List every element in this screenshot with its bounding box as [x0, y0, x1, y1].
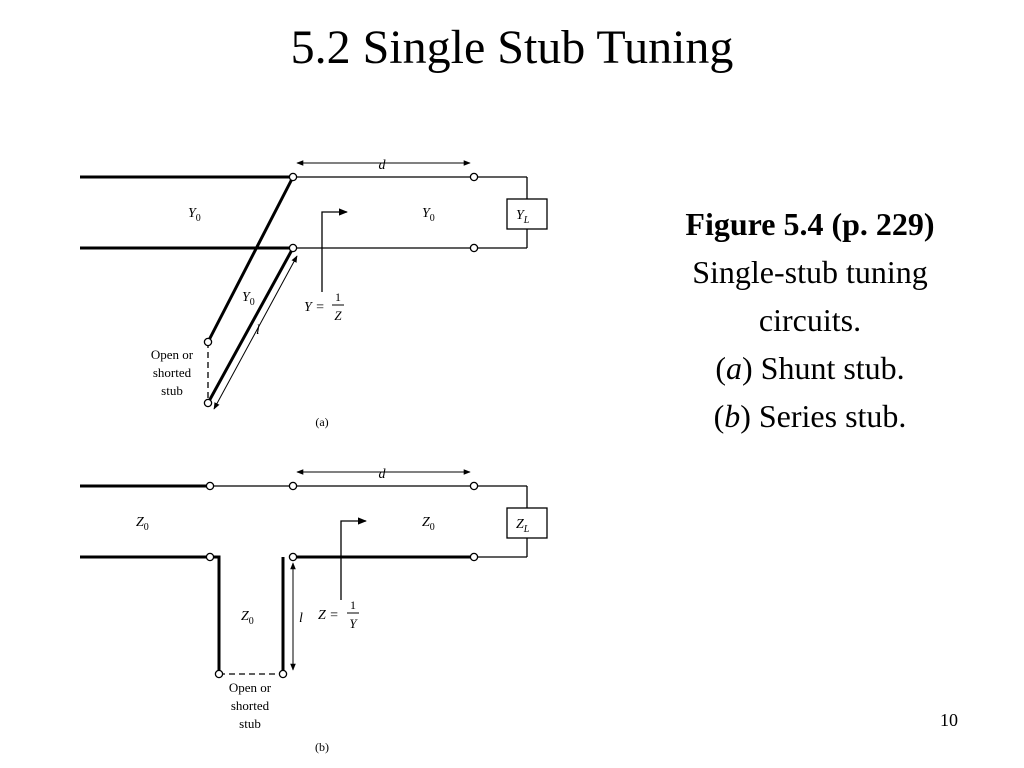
terminal	[288, 172, 298, 182]
stub-a-note-line3: stub	[161, 383, 183, 398]
caption-line-1: Single-stub tuning	[692, 254, 928, 290]
impedance-b-lhs: Z =	[318, 608, 339, 623]
caption-series-letter: b	[724, 398, 741, 434]
distance-b-label: d	[379, 467, 387, 482]
terminal	[203, 398, 213, 408]
admittance-a-lhs: Y =	[304, 300, 325, 315]
stub-a-label: Y0	[242, 290, 255, 308]
page-number: 10	[940, 710, 958, 730]
terminal	[203, 337, 213, 347]
stub-a-note-line1: Open or	[151, 347, 194, 362]
load-a-label: YL	[516, 208, 530, 226]
admittance-a-denominator: Z	[334, 308, 342, 323]
line-b-right-label: Z0	[422, 515, 435, 533]
stub-b-note-line1: Open or	[229, 680, 272, 695]
stub-b-note-line3: stub	[239, 716, 261, 731]
length-a-arrow	[213, 255, 298, 410]
terminal	[288, 243, 298, 253]
terminal	[469, 172, 479, 182]
line-a-right-label: Y0	[422, 206, 435, 224]
terminal	[288, 552, 298, 562]
caption-series-item: (b) Series stub.	[713, 398, 907, 434]
length-b-label: l	[299, 611, 303, 626]
terminal	[469, 243, 479, 253]
reference-a-arrow	[321, 208, 348, 292]
reference-b-arrow	[340, 517, 367, 600]
line-b-left-label: Z0	[136, 515, 149, 533]
series-stub-circuit: d Z0 Z0 ZL Z0 l Z = 1 Y Open or shorted …	[80, 467, 548, 754]
terminal	[469, 552, 479, 562]
terminal	[214, 669, 224, 679]
stub-a-conductor-1	[206, 176, 295, 343]
distance-a-label: d	[379, 158, 387, 173]
impedance-b-numerator: 1	[350, 598, 356, 612]
admittance-a-numerator: 1	[335, 290, 341, 304]
caption-line-2: circuits.	[758, 302, 862, 338]
caption-series-text: Series stub.	[750, 398, 907, 434]
line-a-left-label: Y0	[188, 206, 201, 224]
stub-b-note-line2: shorted	[231, 698, 270, 713]
stub-b-left-conductor	[212, 555, 221, 674]
panel-b-label: (b)	[315, 740, 329, 754]
figure-label: Figure 5.4 (p. 229)	[685, 206, 935, 242]
caption-shunt-letter: a	[725, 350, 742, 386]
panel-a-label: (a)	[315, 415, 328, 429]
terminal	[278, 669, 288, 679]
shunt-stub-circuit: d Y0 Y0 YL Y0 l Y = 1 Z Open or shorted …	[80, 158, 548, 429]
figure-caption: Figure 5.4 (p. 229) Single-stub tuning c…	[630, 200, 990, 440]
load-b-label: ZL	[516, 517, 530, 535]
slide-title: 5.2 Single Stub Tuning	[290, 21, 734, 74]
terminal	[205, 552, 215, 562]
load-b-box	[506, 507, 548, 539]
caption-shunt-text: Shunt stub.	[752, 350, 905, 386]
stub-b-label: Z0	[241, 609, 254, 627]
stub-a-note-line2: shorted	[153, 365, 192, 380]
impedance-b-denominator: Y	[349, 616, 358, 631]
terminal	[469, 481, 479, 491]
terminal	[288, 481, 298, 491]
load-a-box	[506, 198, 548, 230]
caption-shunt-item: (a) Shunt stub.	[715, 350, 905, 386]
length-a-label: l	[256, 323, 260, 338]
stub-a-conductor-2	[206, 247, 295, 404]
terminal	[205, 481, 215, 491]
